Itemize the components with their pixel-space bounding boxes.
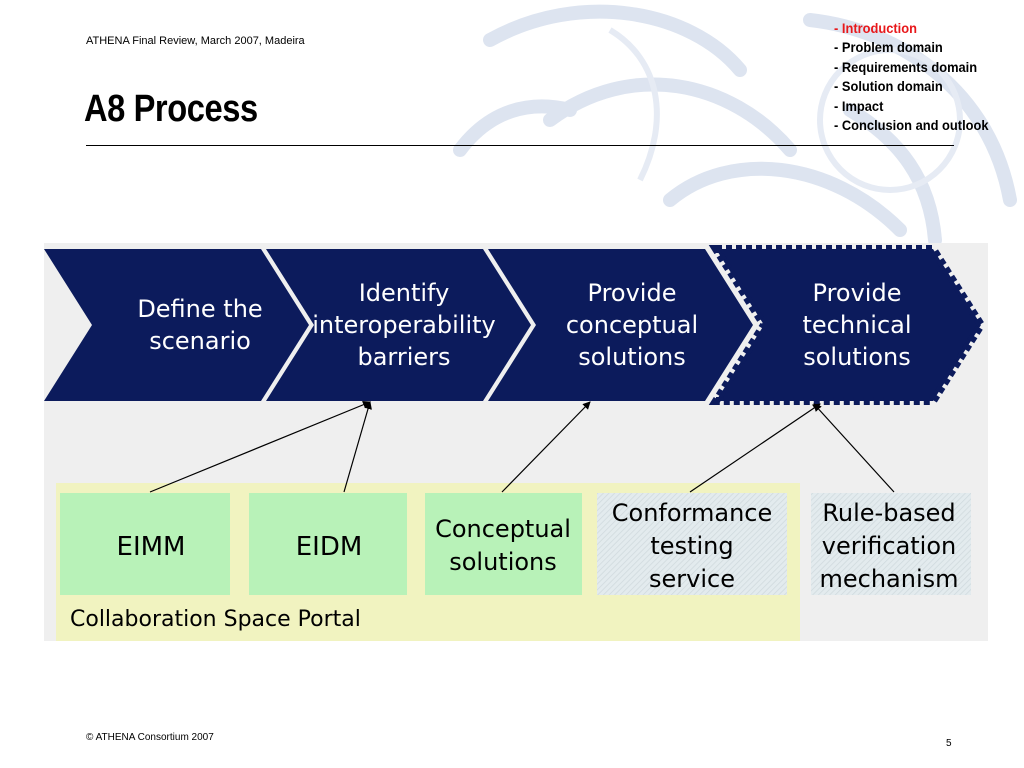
page-number: 5 (946, 738, 952, 749)
process-step-label: solutions (803, 343, 911, 371)
process-step-chevron (44, 249, 309, 401)
agenda-item: - Conclusion and outlook (834, 117, 989, 134)
agenda-item: - Introduction (834, 20, 917, 36)
header-meta: ATHENA Final Review, March 2007, Madeira (86, 35, 305, 47)
process-step-label: technical (802, 311, 911, 339)
component-label: Conformance (612, 499, 773, 527)
component-label: EIDM (296, 532, 363, 562)
page-title: A8 Process (84, 88, 258, 130)
background-watermark (453, 4, 1017, 247)
component-label: verification (822, 532, 957, 560)
footer-copyright: © ATHENA Consortium 2007 (86, 732, 214, 743)
component-label: mechanism (819, 565, 958, 593)
component-box (811, 493, 971, 595)
process-step-label: Identify (359, 279, 450, 307)
agenda-list: - Introduction - Problem domain - Requir… (834, 19, 989, 135)
process-step-label: interoperability (312, 311, 496, 339)
component-label: testing (650, 532, 733, 560)
component-label: service (649, 565, 735, 593)
support-arrow (149, 400, 371, 493)
process-step-chevron (708, 245, 986, 405)
process-step-chevron (488, 249, 753, 401)
process-step-label: Provide (588, 279, 677, 307)
process-step-label: barriers (357, 343, 450, 371)
support-arrow (689, 403, 821, 493)
component-box (425, 493, 582, 595)
portal-label: Collaboration Space Portal (70, 607, 361, 632)
process-step-label: solutions (578, 343, 686, 371)
process-step-label: conceptual (566, 311, 698, 339)
title-divider (86, 145, 954, 146)
component-label: Conceptual (435, 515, 571, 543)
agenda-item: - Requirements domain (834, 58, 978, 75)
process-diagram: Define the scenario Identify interoperabili… (44, 243, 988, 641)
component-box (60, 493, 230, 595)
component-box (249, 493, 407, 595)
process-step-label: scenario (149, 327, 251, 355)
component-label: Rule-based (822, 499, 955, 527)
component-box (597, 493, 787, 595)
agenda-item: - Problem domain (834, 39, 943, 56)
agenda-item: - Solution domain (834, 78, 943, 95)
process-step-chevron (266, 249, 531, 401)
support-arrow (813, 403, 895, 493)
support-arrow (501, 401, 591, 493)
component-label: EIMM (117, 532, 186, 562)
agenda-item: - Impact (834, 97, 884, 114)
component-label: solutions (449, 548, 557, 576)
support-arrow (343, 401, 372, 493)
process-step-label: Define the (137, 295, 262, 323)
process-step-label: Provide (813, 279, 902, 307)
